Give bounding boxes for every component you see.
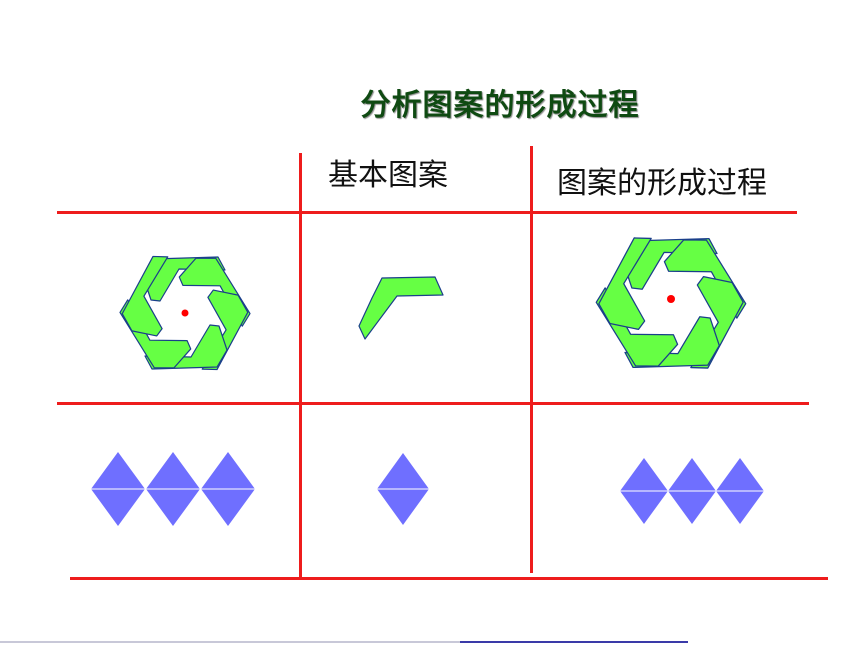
grid-line-horizontal-bottom [70, 577, 828, 580]
red-rotation-center-dot [667, 295, 675, 303]
header-basic-pattern: 基本图案 [328, 158, 448, 193]
blue-diamond-icon [377, 453, 429, 525]
header-formation-process: 图案的形成过程 [557, 166, 767, 201]
bottom-divider-blue [460, 641, 688, 643]
three-blue-diamonds-icon [91, 452, 255, 526]
grid-line-vertical-left [299, 153, 302, 580]
green-hexagonal-pinwheel-icon [119, 255, 251, 371]
bottom-divider-gray [0, 641, 460, 643]
green-hexagonal-pinwheel-icon [595, 237, 747, 369]
red-rotation-center-dot [181, 309, 189, 317]
grid-line-horizontal-middle [57, 402, 809, 405]
three-blue-diamonds-icon [620, 458, 764, 524]
grid-line-horizontal-top [57, 211, 797, 214]
grid-line-vertical-right [530, 146, 533, 573]
green-chevron-piece-icon [358, 276, 444, 340]
slide-title: 分析图案的形成过程 [360, 88, 640, 123]
